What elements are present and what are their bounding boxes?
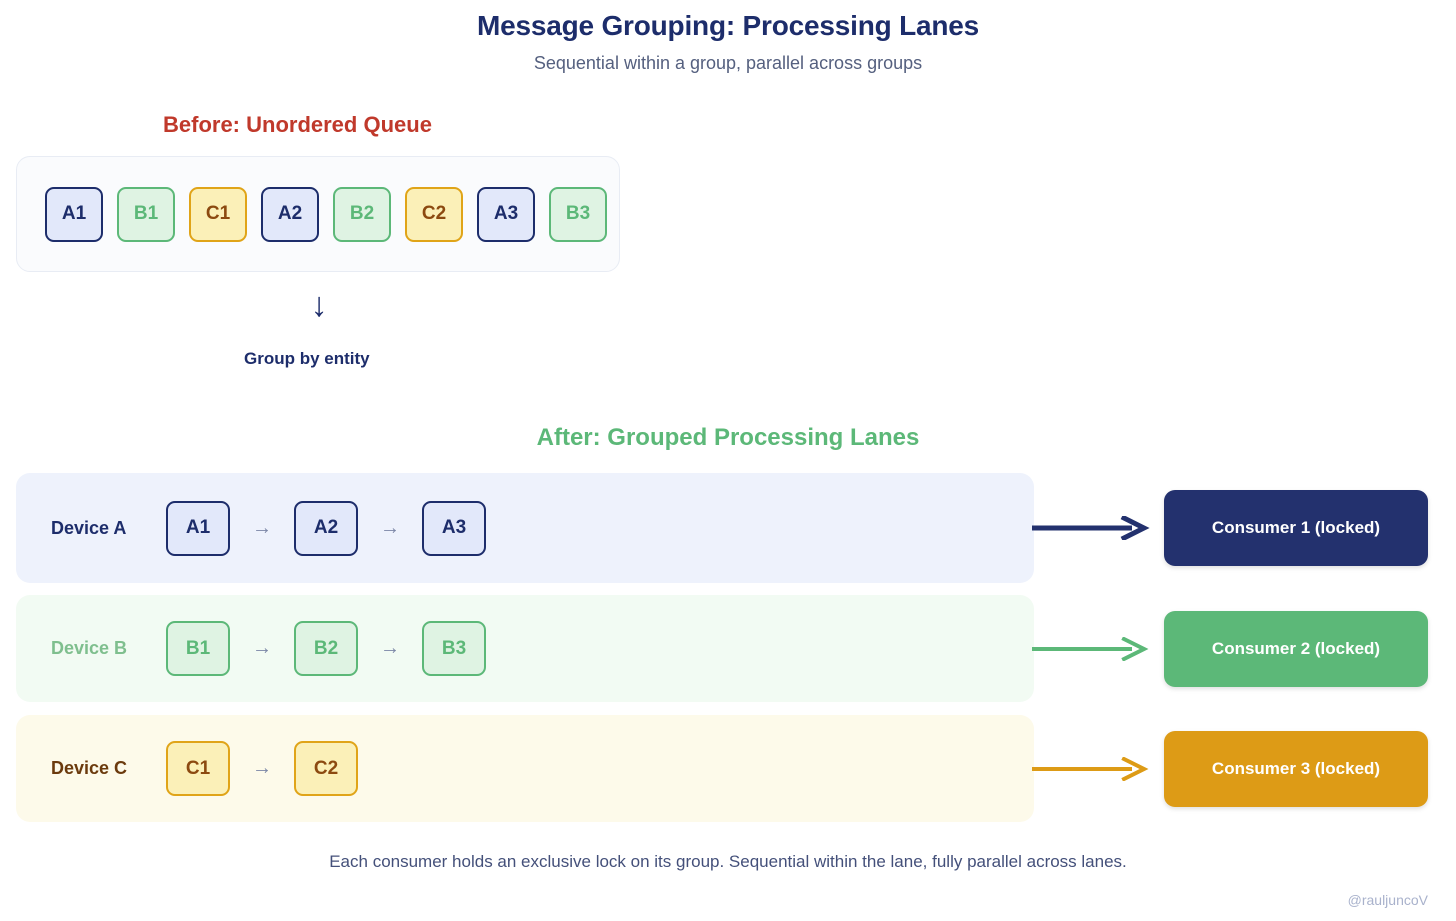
sequence-arrow-icon: → [252,516,272,539]
lane-message-sequence: A1 → A2 → A3 [166,500,486,556]
after-section-title: After: Grouped Processing Lanes [536,424,920,451]
queue-message-chip: B3 [549,186,607,242]
sequence-arrow-icon: → [252,757,272,779]
before-section-title: Before: Unordered Queue [163,112,432,137]
lane-message-chip: B2 [294,621,358,676]
lane-message-chip: C1 [166,741,230,796]
processing-lane-device-b: Device B B1 → B2 → B3 [16,595,1034,702]
unordered-queue-container: A1 B1 C1 A2 B2 C2 A3 B3 [16,156,620,272]
lane-label: Device B [51,638,128,658]
flow-arrow-to-consumer-1-icon [1032,516,1150,540]
author-watermark: @rauljuncoV [1347,892,1428,908]
queue-message-chip: C1 [189,186,247,242]
lane-message-chip: A1 [166,500,230,556]
group-by-entity-label: Group by entity [244,349,370,368]
page-header: Message Grouping: Processing Lanes Seque… [0,10,1456,74]
processing-lane-device-c: Device C C1 → C2 [16,715,1034,822]
lane-message-chip: B1 [166,621,230,676]
lane-message-chip: C2 [294,741,358,796]
consumer-box-3[interactable]: Consumer 3 (locked) [1164,731,1428,807]
sequence-arrow-icon: → [252,637,272,659]
sequence-arrow-icon: → [380,637,400,659]
flow-arrow-to-consumer-3-icon [1032,757,1149,781]
footer-note: Each consumer holds an exclusive lock on… [329,852,1127,871]
queue-message-chip: B1 [117,186,175,242]
queue-message-chip: A1 [45,186,103,242]
processing-lane-device-a: Device A A1 → A2 → A3 [16,473,1034,583]
page-subtitle: Sequential within a group, parallel acro… [533,53,923,73]
consumer-box-2[interactable]: Consumer 2 (locked) [1164,611,1428,687]
down-arrow-icon: ↓ [310,286,328,324]
flow-arrow-to-consumer-2-icon [1032,637,1149,661]
page-title: Message Grouping: Processing Lanes [477,10,979,41]
lane-message-chip: A3 [422,500,486,556]
queue-message-chip: C2 [405,186,463,242]
lane-message-sequence: B1 → B2 → B3 [166,621,486,676]
lane-message-sequence: C1 → C2 [166,741,358,796]
lane-label: Device A [51,517,127,538]
lane-message-chip: A2 [294,500,358,556]
lane-message-chip: B3 [422,621,486,676]
consumer-box-1[interactable]: Consumer 1 (locked) [1164,490,1428,566]
queue-message-chip: A2 [261,186,319,242]
queue-message-chip: A3 [477,186,535,242]
sequence-arrow-icon: → [380,516,400,539]
queue-message-chip: B2 [333,186,391,242]
lane-label: Device C [51,758,128,778]
